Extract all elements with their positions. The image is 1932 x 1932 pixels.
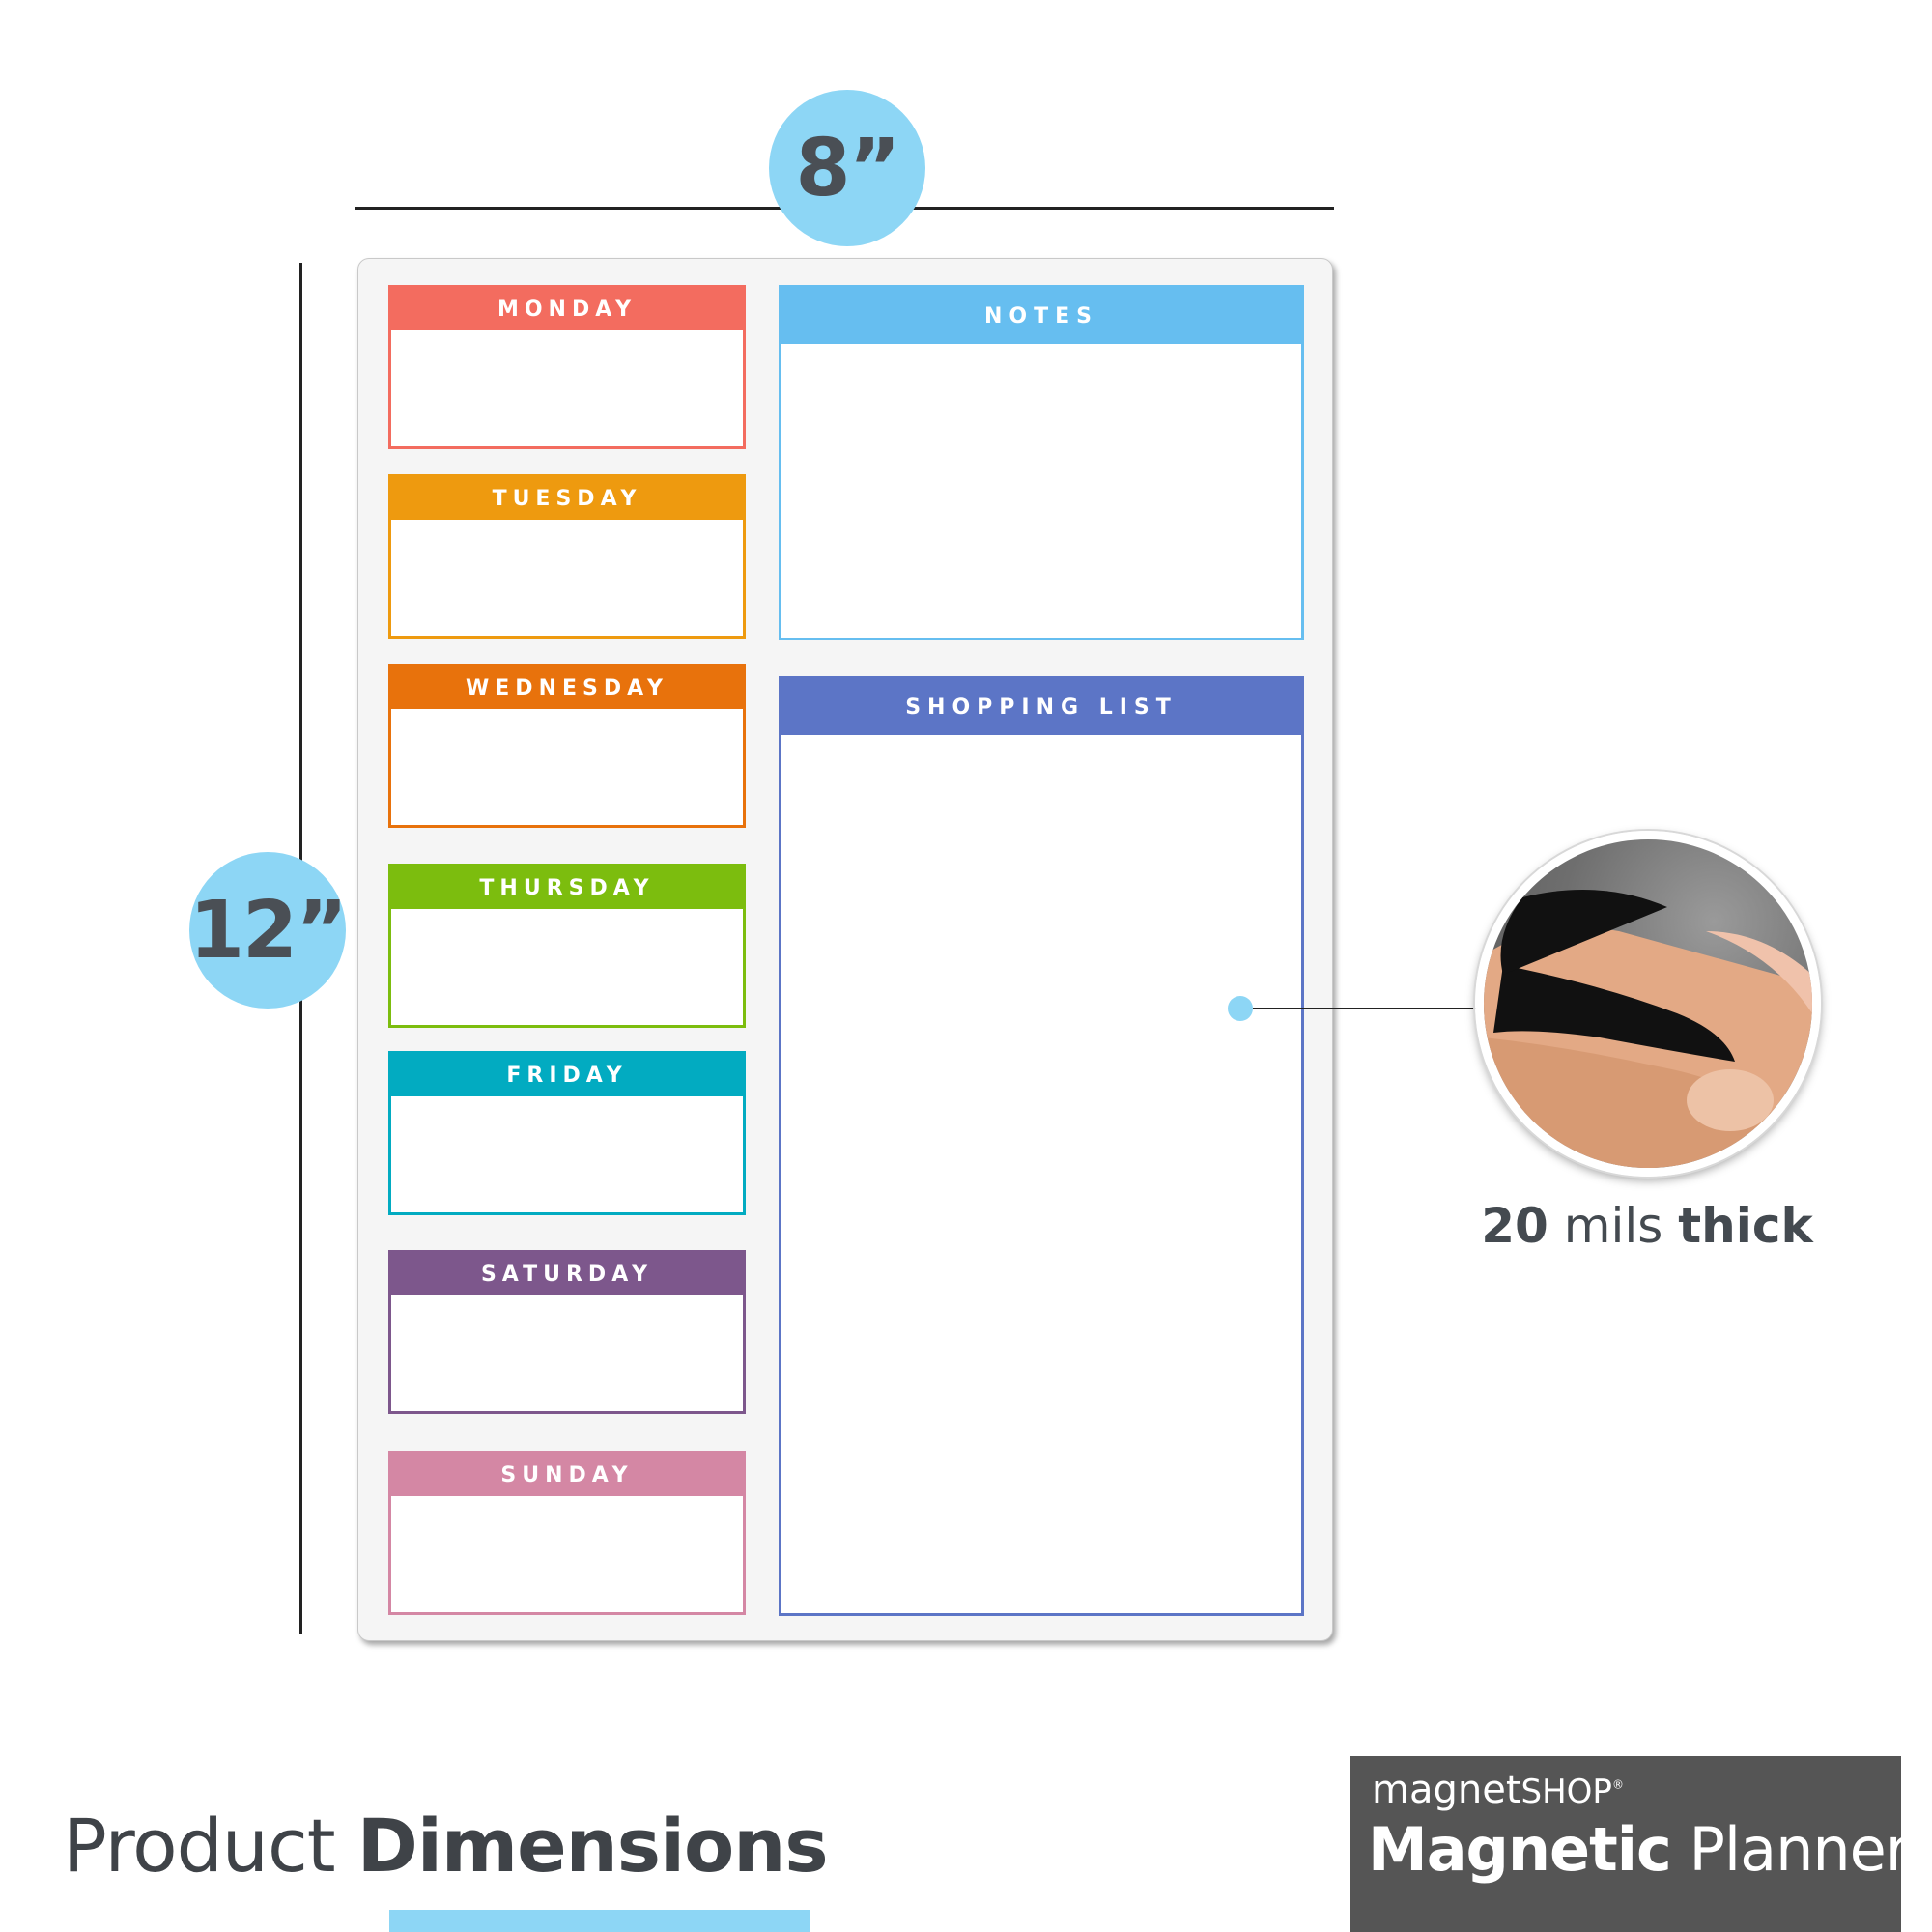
page-title-light: Product <box>63 1803 336 1889</box>
brand-name-lower: magnet <box>1372 1768 1521 1812</box>
day-header: THURSDAY <box>391 867 743 909</box>
callout-dot <box>1228 996 1253 1021</box>
thickness-caption: 20 mils thick <box>1478 1198 1816 1254</box>
thickness-photo <box>1475 831 1821 1177</box>
shopping-list-header: SHOPPING LIST <box>781 679 1301 735</box>
thickness-value: 20 <box>1481 1198 1548 1254</box>
brand-name-upper: SHOP <box>1520 1773 1612 1811</box>
height-badge: 12” <box>189 852 348 1009</box>
thickness-descriptor: thick <box>1678 1198 1813 1254</box>
product-name-light: Planner <box>1689 1814 1910 1885</box>
day-header: MONDAY <box>391 288 743 330</box>
day-header: SUNDAY <box>391 1454 743 1496</box>
page-title: Product Dimensions <box>63 1803 829 1889</box>
day-box-tuesday: TUESDAY <box>388 474 746 639</box>
product-name: Magnetic Planner <box>1368 1814 1910 1885</box>
callout-line <box>1253 1008 1490 1009</box>
day-box-monday: MONDAY <box>388 285 746 449</box>
brand-box: magnetSHOP® Magnetic Planner <box>1350 1756 1910 1932</box>
day-box-saturday: SATURDAY <box>388 1250 746 1414</box>
day-header: TUESDAY <box>391 477 743 520</box>
product-name-bold: Magnetic <box>1368 1814 1672 1885</box>
registered-mark: ® <box>1611 1777 1624 1792</box>
width-badge: 8” <box>769 90 925 246</box>
day-header: SATURDAY <box>391 1253 743 1295</box>
day-box-thursday: THURSDAY <box>388 864 746 1028</box>
day-box-sunday: SUNDAY <box>388 1451 746 1615</box>
shopping-list-panel: SHOPPING LIST <box>779 676 1304 1616</box>
thickness-unit: mils <box>1563 1198 1663 1254</box>
brand-logo: magnetSHOP® <box>1372 1768 1624 1812</box>
notes-panel: NOTES <box>779 285 1304 640</box>
day-box-wednesday: WEDNESDAY <box>388 664 746 828</box>
fingers-holding-magnet-illustration <box>1484 890 1812 1168</box>
title-accent-bar <box>389 1910 810 1932</box>
notes-header: NOTES <box>781 288 1301 344</box>
day-header: WEDNESDAY <box>391 667 743 709</box>
day-box-friday: FRIDAY <box>388 1051 746 1215</box>
day-header: FRIDAY <box>391 1054 743 1096</box>
page-title-bold: Dimensions <box>356 1803 829 1889</box>
